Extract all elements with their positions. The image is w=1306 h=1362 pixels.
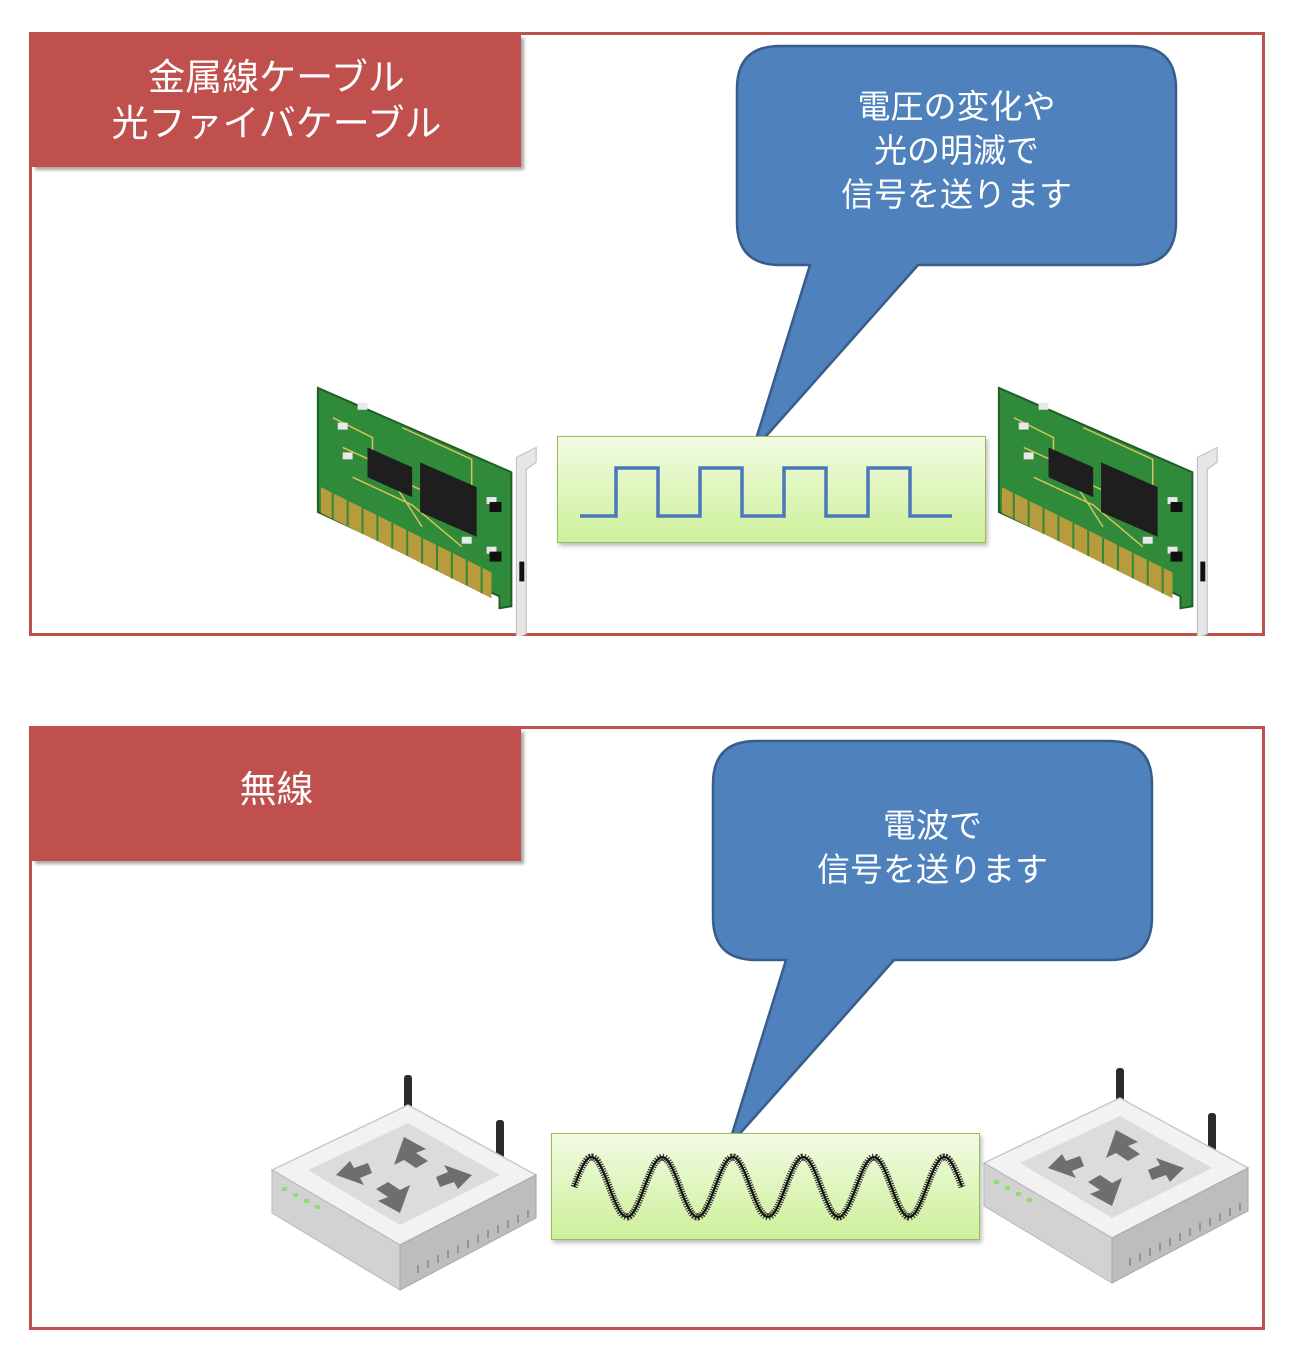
network-card-icon-right bbox=[993, 378, 1233, 636]
wired-callout-line-2: 光の明滅で bbox=[874, 131, 1039, 170]
wired-callout-text: 電圧の変化や 光の明滅で 信号を送ります bbox=[737, 76, 1176, 226]
wireless-callout-line-2: 信号を送ります bbox=[817, 850, 1048, 889]
wired-callout-line-3: 信号を送ります bbox=[841, 175, 1072, 214]
square-wave-icon bbox=[580, 466, 952, 518]
wireless-panel-title-tab: 無線 bbox=[32, 729, 521, 861]
sine-wave-icon bbox=[570, 1153, 966, 1221]
square-wave-signal-box bbox=[557, 436, 986, 543]
wired-panel-title-tab: 金属線ケーブル 光ファイバケーブル bbox=[32, 35, 521, 167]
wireless-router-icon-right bbox=[980, 1068, 1250, 1298]
network-card-icon-left bbox=[312, 378, 552, 636]
sine-wave-signal-box bbox=[551, 1133, 980, 1240]
wired-title-line-2: 光ファイバケーブル bbox=[111, 102, 442, 145]
wired-title-line-1: 金属線ケーブル bbox=[148, 56, 405, 99]
wireless-callout-text: 電波で 信号を送ります bbox=[713, 798, 1152, 898]
wireless-router-icon-left bbox=[268, 1075, 538, 1305]
wireless-callout-line-1: 電波で bbox=[883, 806, 982, 845]
wireless-title-line-1: 無線 bbox=[239, 768, 314, 811]
wired-callout-line-1: 電圧の変化や bbox=[857, 87, 1056, 126]
